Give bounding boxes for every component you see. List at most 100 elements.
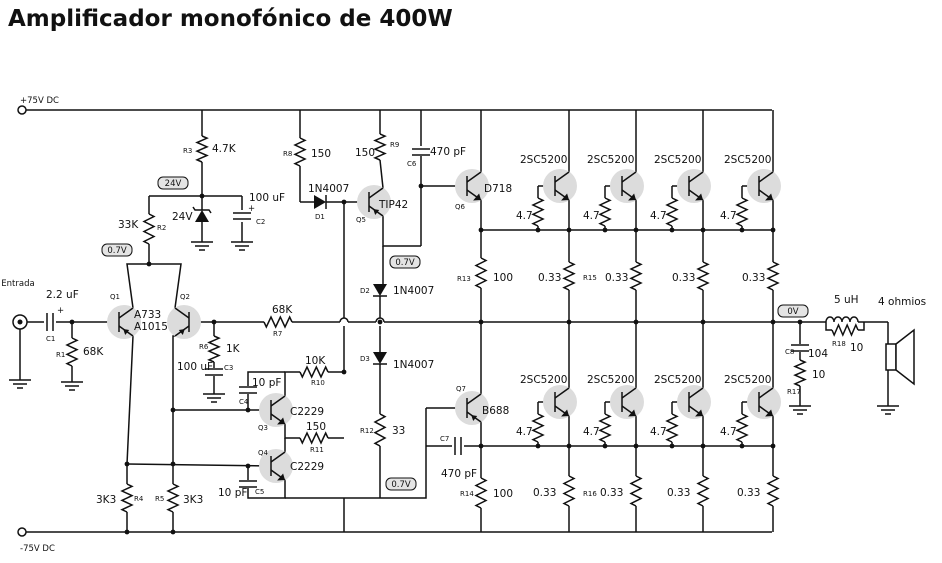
d2-diode bbox=[373, 284, 387, 296]
q6-value: D718 bbox=[484, 183, 512, 195]
lower-base-res-value-2: 4.7 bbox=[583, 426, 600, 438]
r14-ref: R14 bbox=[460, 490, 474, 498]
junction-dot bbox=[602, 227, 608, 233]
upper-base-res-value-3: 4.7 bbox=[650, 210, 667, 222]
input-jack-pin bbox=[17, 319, 23, 325]
upper-base-res-value-1: 4.7 bbox=[516, 210, 533, 222]
c6-ref: C6 bbox=[407, 160, 417, 168]
q5-transistor-collector bbox=[368, 187, 384, 199]
r4-resistor bbox=[120, 483, 134, 513]
lower-output-transistor-3-halo bbox=[677, 385, 711, 419]
upper-base-resistor-3 bbox=[665, 197, 679, 227]
upper-output-transistor-4-collector bbox=[758, 171, 774, 183]
r8-resistor bbox=[293, 137, 307, 167]
wire bbox=[344, 408, 427, 499]
q2-value: A1015 bbox=[134, 321, 168, 333]
q5-transistor-arrow bbox=[373, 209, 380, 215]
upper-emitter-resistor-3 bbox=[696, 261, 710, 291]
page-title: Amplificador monofónico de 400W bbox=[8, 6, 453, 32]
tag-0v7-diffpair: 0.7V bbox=[107, 246, 127, 256]
q1-transistor-arrow bbox=[123, 329, 130, 335]
c2-value: 100 uF bbox=[249, 192, 285, 204]
lower-base-res-value-3: 4.7 bbox=[650, 426, 667, 438]
r4-ref: R4 bbox=[134, 495, 144, 503]
tag-0v7-upper-box bbox=[389, 255, 421, 269]
upper-emitter-res-value-4: 0.33 bbox=[742, 272, 765, 284]
r14-resistor bbox=[474, 477, 488, 509]
r5-resistor bbox=[166, 483, 180, 513]
r10-value: 10K bbox=[305, 355, 326, 367]
lower-emitter-resistor-4 bbox=[766, 475, 780, 507]
junction-dot bbox=[535, 227, 541, 233]
lower-emitter-res-value-2: 0.33 bbox=[600, 487, 623, 499]
c3-ref: C3 bbox=[224, 364, 233, 372]
c8-ref: C8 bbox=[785, 348, 794, 356]
lower-emitter-res-value-4: 0.33 bbox=[737, 487, 760, 499]
input-label: Entrada bbox=[1, 279, 34, 289]
lower-output-transistor-3-collector bbox=[688, 387, 704, 399]
r16-ref: R16 bbox=[583, 490, 597, 498]
upper-output-part-1: 2SC5200 bbox=[520, 154, 567, 166]
upper-base-resistor-2 bbox=[598, 197, 612, 227]
zener-24v bbox=[195, 210, 209, 222]
upper-base-resistor-4 bbox=[735, 197, 749, 227]
r8-value: 150 bbox=[311, 148, 331, 160]
upper-output-transistor-4-arrow bbox=[765, 193, 773, 201]
upper-output-transistor-1-collector bbox=[554, 171, 570, 183]
upper-output-part-3: 2SC5200 bbox=[654, 154, 701, 166]
q4-ref: Q4 bbox=[258, 449, 269, 457]
r7-value: 68K bbox=[272, 304, 293, 316]
lower-emitter-res-value-1: 0.33 bbox=[533, 487, 556, 499]
upper-output-transistor-2-halo bbox=[610, 169, 644, 203]
c1-plus: + bbox=[57, 306, 64, 316]
r14-value: 100 bbox=[493, 488, 513, 500]
r1-resistor bbox=[65, 337, 79, 367]
upper-emitter-resistor-4 bbox=[766, 261, 780, 291]
lower-output-transistor-4-arrow bbox=[765, 409, 773, 417]
r2-resistor bbox=[142, 213, 156, 245]
upper-output-transistor-3-arrow bbox=[695, 193, 703, 201]
wire bbox=[172, 335, 175, 464]
wire bbox=[247, 480, 286, 499]
lower-output-part-3: 2SC5200 bbox=[654, 374, 701, 386]
r1-ref: R1 bbox=[56, 351, 65, 359]
r13-value: 100 bbox=[493, 272, 513, 284]
r2-value: 33K bbox=[118, 219, 139, 231]
upper-emitter-res-value-1: 0.33 bbox=[538, 272, 561, 284]
q2-transistor-collector bbox=[174, 307, 190, 319]
lower-output-part-1: 2SC5200 bbox=[520, 374, 567, 386]
c4-ref: C4 bbox=[239, 398, 249, 406]
q3-transistor-collector bbox=[270, 395, 286, 407]
d3-ref: D3 bbox=[360, 355, 370, 363]
q2-transistor-halo bbox=[167, 305, 201, 339]
lower-emitter-resistor-2 bbox=[629, 475, 643, 507]
q7-transistor-halo bbox=[455, 391, 489, 425]
junction-dot bbox=[535, 443, 541, 449]
q1-ref: Q1 bbox=[110, 293, 120, 301]
r8-ref: R8 bbox=[283, 150, 292, 158]
junction-dot bbox=[124, 529, 130, 535]
q2-transistor-arrow bbox=[178, 329, 185, 335]
r15-ref: R15 bbox=[583, 274, 597, 282]
q7-transistor-collector bbox=[466, 393, 482, 405]
q7-value: B688 bbox=[482, 405, 509, 417]
upper-base-resistor-1 bbox=[531, 197, 545, 227]
r2-ref: R2 bbox=[157, 224, 166, 232]
q4-transistor-arrow bbox=[277, 473, 285, 481]
junction-dot bbox=[245, 463, 251, 469]
junction-dot bbox=[341, 369, 347, 375]
junction-dot bbox=[245, 407, 251, 413]
wire bbox=[825, 322, 832, 331]
junction-dot bbox=[377, 319, 383, 325]
inductor-value: 5 uH bbox=[834, 294, 859, 306]
wire bbox=[382, 216, 421, 247]
upper-output-transistor-3-collector bbox=[688, 171, 704, 183]
r18-value: 10 bbox=[850, 342, 863, 354]
q3-transistor-halo bbox=[259, 393, 293, 427]
lower-base-res-value-1: 4.7 bbox=[516, 426, 533, 438]
upper-base-res-value-2: 4.7 bbox=[583, 210, 600, 222]
c5-ref: C5 bbox=[255, 488, 264, 496]
upper-output-transistor-4-halo bbox=[747, 169, 781, 203]
speaker-icon bbox=[895, 328, 915, 386]
c5-value: 10 pF bbox=[218, 487, 247, 499]
